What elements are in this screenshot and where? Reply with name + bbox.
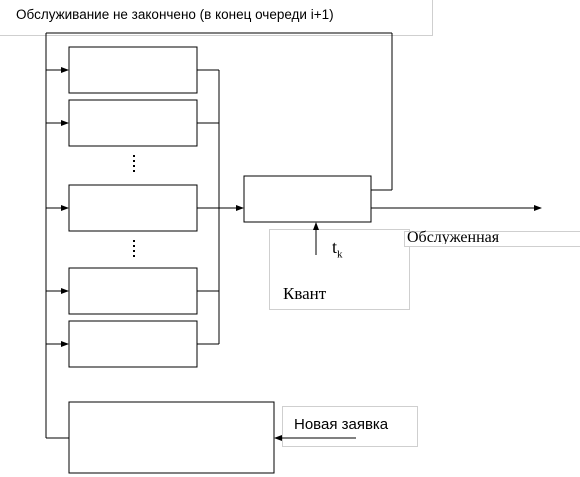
served-label-text: Обслуженная	[407, 230, 500, 244]
queue-box-5	[68, 320, 198, 368]
quantum-symbol: tk	[332, 238, 343, 261]
quantum-label: Квант	[283, 284, 327, 303]
quantum-frame	[269, 229, 410, 310]
queue-box-4	[68, 267, 198, 315]
new-request-frame	[282, 406, 418, 447]
served-frame	[404, 231, 580, 247]
quantum-symbol-subscript: k	[337, 248, 343, 261]
ellipsis-dots-upper	[133, 155, 135, 172]
top-caption: Обслуживание не закончено (в конец очере…	[16, 7, 334, 22]
ellipsis-dots-lower	[133, 240, 135, 257]
quantum-symbol-t: t	[332, 237, 338, 257]
served-label: Обслуженная	[407, 230, 499, 244]
queue-box-3	[68, 184, 198, 232]
queue-box-2	[68, 99, 198, 147]
processor-box	[243, 175, 372, 223]
new-request-box	[68, 401, 275, 474]
new-request-label: Новая заявка	[294, 416, 389, 433]
queue-box-1	[68, 46, 198, 94]
caption-frame	[0, 0, 433, 36]
